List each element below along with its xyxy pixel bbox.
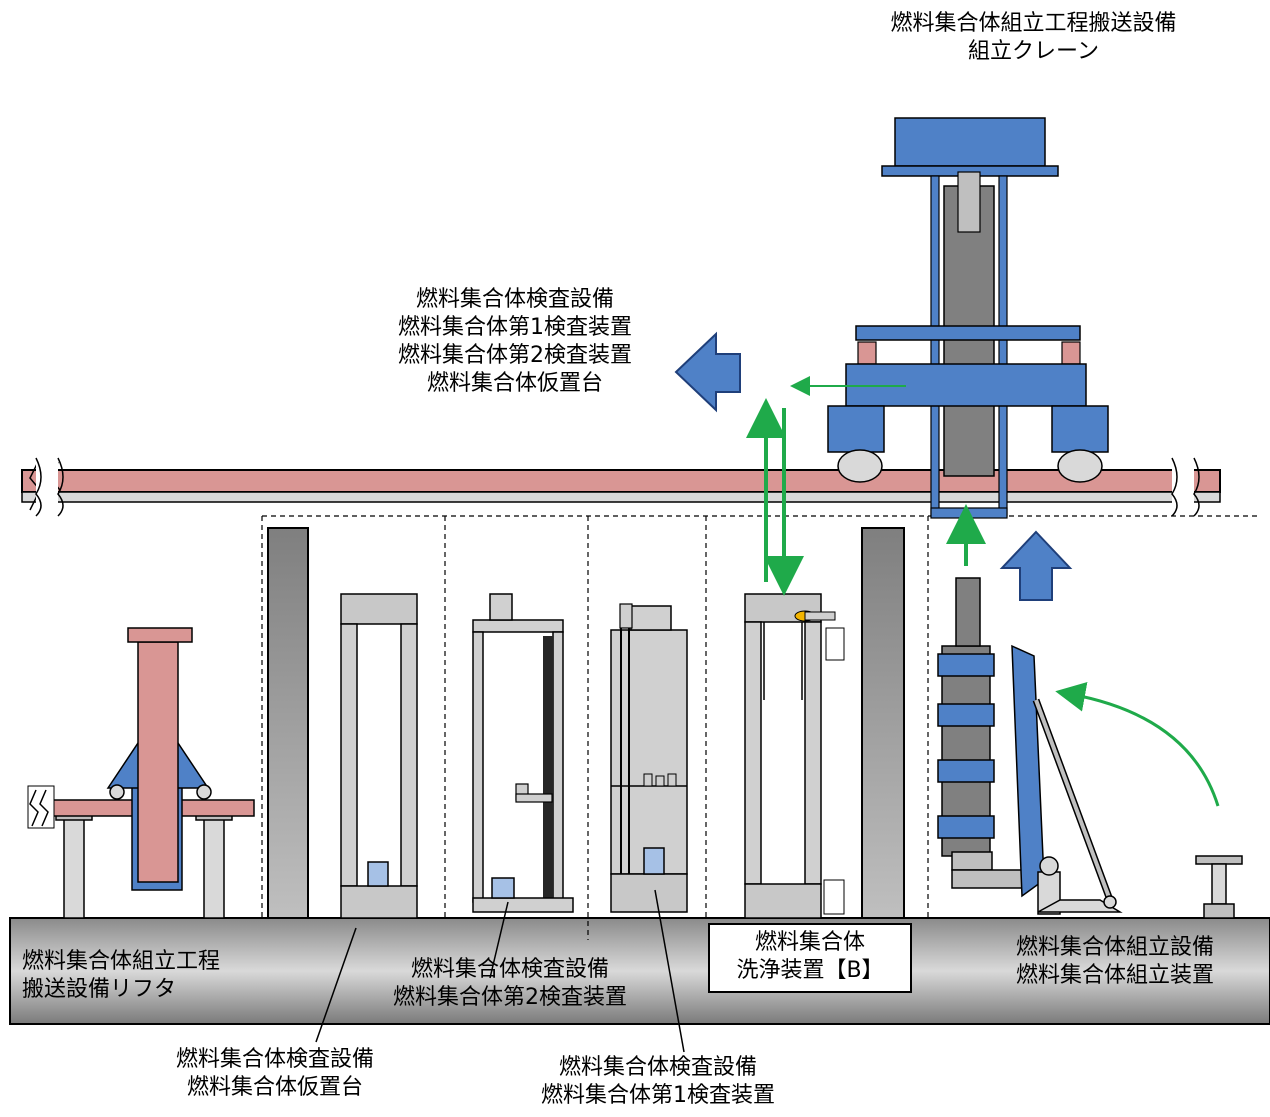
up-big-arrow xyxy=(999,530,1073,601)
floor xyxy=(9,917,1270,1025)
crane-label: 燃料集合体組立工程搬送設備 組立クレーン xyxy=(846,10,1221,66)
first-inspection-label: 燃料集合体検査設備 燃料集合体第1検査装置 xyxy=(498,1054,818,1110)
assembly-device xyxy=(937,577,1243,919)
crane-rail xyxy=(21,457,1221,517)
pointer-lines xyxy=(315,889,685,1053)
section-dividers xyxy=(261,515,1260,940)
green-motion-arrows xyxy=(746,376,1220,807)
lifter xyxy=(27,627,255,919)
lifter-label-line2: 搬送設備リフタ xyxy=(22,977,177,1002)
assembly-label-line1: 燃料集合体組立設備 xyxy=(1015,935,1214,960)
cleaning-label-line2: 洗浄装置【B】 xyxy=(736,958,884,983)
second-inspection-line1: 燃料集合体検査設備 xyxy=(410,957,609,982)
temp-stand-label: 燃料集合体検査設備 燃料集合体仮置台 xyxy=(140,1046,410,1102)
first-inspection-device xyxy=(610,603,688,913)
cleaning-device xyxy=(744,593,845,919)
assembly-label-line2: 燃料集合体組立装置 xyxy=(1015,963,1214,988)
cleaning-device-label: 燃料集合体 洗浄装置【B】 xyxy=(708,923,912,993)
temporary-stand xyxy=(340,593,418,919)
inspection-dest-line1: 燃料集合体検査設備 xyxy=(415,287,614,312)
crane-label-line1: 燃料集合体組立工程搬送設備 xyxy=(890,11,1177,36)
left-big-arrow xyxy=(674,331,741,413)
assembly-device-label: 燃料集合体組立設備 燃料集合体組立装置 xyxy=(970,934,1260,990)
lifter-label-line1: 燃料集合体組立工程 xyxy=(22,949,221,974)
inspection-destination-label: 燃料集合体検査設備 燃料集合体第1検査装置 燃料集合体第2検査装置 燃料集合体仮… xyxy=(350,286,680,398)
second-inspection-device xyxy=(472,593,574,913)
temp-stand-line2: 燃料集合体仮置台 xyxy=(186,1075,363,1100)
inspection-dest-line3: 燃料集合体第2検査装置 xyxy=(398,343,632,368)
wall-pillar xyxy=(267,527,905,919)
second-inspection-line2: 燃料集合体第2検査装置 xyxy=(393,985,627,1010)
inspection-dest-line2: 燃料集合体第1検査装置 xyxy=(398,315,632,340)
temp-stand-line1: 燃料集合体検査設備 xyxy=(175,1047,374,1072)
cleaning-label-line1: 燃料集合体 xyxy=(754,930,865,955)
lifter-label: 燃料集合体組立工程 搬送設備リフタ xyxy=(22,948,292,1004)
first-inspection-line1: 燃料集合体検査設備 xyxy=(558,1055,757,1080)
assembly-crane xyxy=(827,117,1109,519)
inspection-dest-line4: 燃料集合体仮置台 xyxy=(426,371,603,396)
second-inspection-label: 燃料集合体検査設備 燃料集合体第2検査装置 xyxy=(350,956,670,1012)
first-inspection-line2: 燃料集合体第1検査装置 xyxy=(541,1083,775,1108)
crane-label-line2: 組立クレーン xyxy=(968,39,1099,64)
